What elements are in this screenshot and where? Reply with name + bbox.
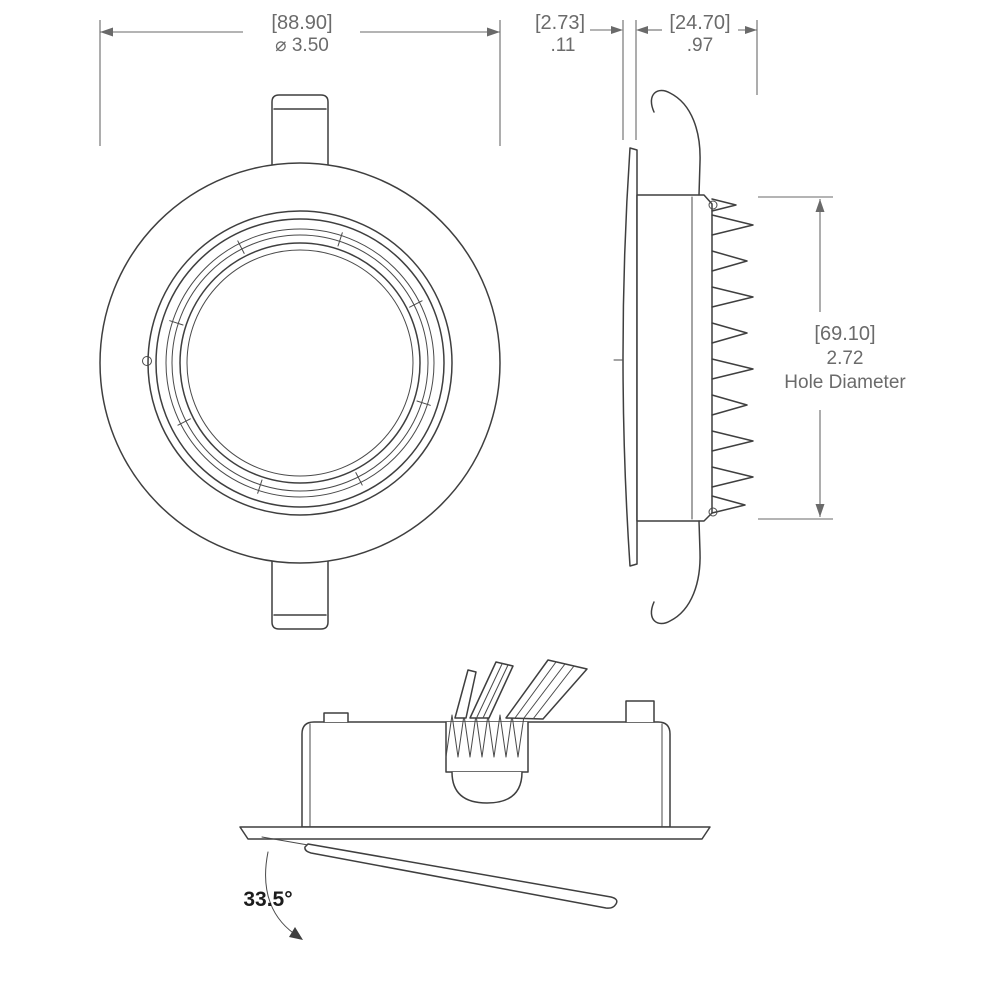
- housing-body: [636, 194, 713, 522]
- dim-depth-mm: [24.70]: [669, 12, 730, 34]
- dim-hole-in: 2.72: [827, 348, 864, 369]
- arrowhead: [100, 27, 113, 37]
- spring-arm-right-hatch: [523, 663, 566, 719]
- dim-flange-in: .11: [550, 35, 575, 56]
- bezel-outer-circle: [99, 162, 501, 564]
- coil-spring: [445, 714, 525, 758]
- mounting-tab-top: [271, 94, 329, 171]
- hole-diameter-dimension: [69.10] 2.72 Hole Diameter: [758, 196, 906, 520]
- screw-hole: [142, 356, 152, 366]
- heatsink-spring-fins: [711, 198, 754, 514]
- tilt-angle-label: 33.5°: [243, 888, 292, 911]
- dim-flange-mm: [2.73]: [535, 12, 585, 34]
- angle-arc: [265, 851, 300, 938]
- spring-arm-left-hatch: [476, 663, 503, 718]
- dim-hole-mm: [69.10]: [814, 323, 875, 345]
- clip-rivet-bottom: [708, 507, 718, 517]
- bezel-inner-circle: [147, 210, 453, 516]
- bezel-extension-line: [261, 836, 309, 846]
- retaining-ring-outer: [165, 228, 435, 498]
- body-depth-dimension: [24.70] .97: [648, 12, 758, 95]
- lens-ring-outer: [179, 242, 421, 484]
- arrowhead: [636, 26, 648, 34]
- lens-ring-inner: [186, 249, 414, 477]
- angle-arrowhead: [289, 927, 303, 940]
- clip-rivet-top: [708, 200, 718, 210]
- trim-ring-outer: [155, 218, 445, 508]
- spring-arm-left: [469, 661, 514, 719]
- spring-arm-left-hatch: [482, 664, 509, 719]
- spring-arm-right: [505, 659, 588, 720]
- flange-thickness-dimension: [2.73] .11: [535, 12, 648, 140]
- housing-tab-right: [625, 700, 655, 723]
- gimbal-bracket-u: [451, 771, 523, 804]
- gimbal-bracket: [445, 721, 529, 773]
- dim-diameter-in: ⌀ 3.50: [275, 35, 329, 56]
- spring-arm-right-hatch: [514, 661, 557, 719]
- trim-flange-plate: [239, 826, 711, 840]
- arrowhead: [745, 26, 757, 34]
- spring-clip-wire-bottom: [650, 520, 701, 625]
- arrowhead: [611, 26, 623, 34]
- spring-arm-right-hatch: [532, 665, 575, 720]
- arrowhead: [487, 27, 500, 37]
- arrowhead: [815, 199, 825, 212]
- tilt-view: 33.5°: [239, 659, 711, 940]
- front-diameter-dimension: [88.90] ⌀ 3.50: [99, 12, 501, 146]
- retaining-ring-tabs: [169, 232, 431, 494]
- spring-arm-small: [454, 669, 477, 719]
- arrowhead: [815, 504, 825, 517]
- dim-diameter-mm: [88.90]: [271, 12, 332, 34]
- mounting-tab-bottom: [271, 555, 329, 630]
- front-view: [99, 94, 501, 630]
- housing-bump-left: [323, 712, 349, 723]
- spring-clip-wire-top: [650, 89, 701, 196]
- tilted-bezel: [304, 843, 618, 909]
- retaining-ring-inner: [171, 234, 429, 492]
- side-view: [613, 89, 754, 625]
- flange-profile: [622, 147, 638, 567]
- dim-hole-label: Hole Diameter: [784, 372, 906, 393]
- dim-depth-in: .97: [687, 35, 713, 56]
